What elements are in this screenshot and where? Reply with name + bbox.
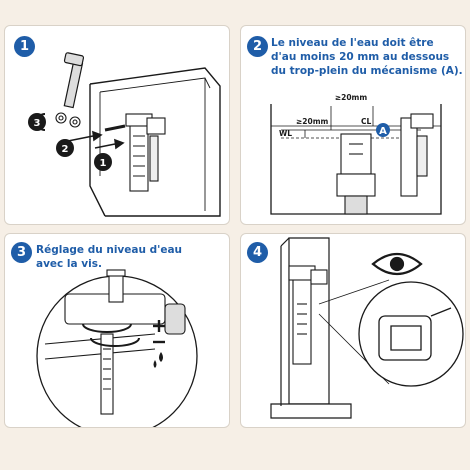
fill-valve (400, 113, 434, 197)
step-1-illustration: 3 2 1 (28, 52, 221, 217)
callout-3 (28, 113, 46, 131)
wl-label: WL (279, 129, 292, 138)
callout-2 (56, 139, 74, 157)
step-number-badge: 4 (247, 242, 268, 263)
callout-2-label: 2 (62, 144, 69, 155)
cl-label: CL (361, 117, 372, 126)
step-3-illustration (36, 269, 198, 427)
fill-valve-detail (44, 269, 186, 415)
step-1-panel: 1 (4, 25, 230, 225)
callout-1 (94, 153, 112, 171)
plus-minus-symbols (153, 320, 165, 344)
caption-line: Le niveau de l'eau doit être (271, 37, 434, 49)
overflow-marker-label: A (379, 126, 387, 137)
dimension-label: ≥20mm (296, 117, 329, 126)
callout-1-label: 1 (100, 158, 107, 169)
step-3-panel: 3 Réglage du niveau d'eau avec la vis. (4, 233, 230, 428)
seal-detail (378, 307, 452, 361)
step-4-illustration (270, 237, 464, 419)
step-3-caption: Réglage du niveau d'eau avec la vis. (36, 243, 182, 271)
eye-icon (371, 252, 423, 276)
step-4-panel: 4 (240, 233, 466, 428)
caption-line: Réglage du niveau d'eau (36, 244, 183, 256)
wrench-icon (63, 52, 85, 109)
step-number-badge: 2 (247, 36, 268, 57)
step-2-illustration: ≥20mm ≥20mm CL WL A (270, 93, 442, 215)
dimension-label: ≥20mm (335, 93, 368, 102)
overflow-marker (376, 123, 390, 137)
step-2-caption: Le niveau de l'eau doit être d'au moins … (271, 36, 463, 78)
fill-valve (125, 113, 166, 192)
fill-valve (288, 265, 328, 365)
caption-line: du trop-plein du mécanisme (A). (271, 65, 463, 77)
step-number-badge: 1 (14, 36, 35, 57)
flush-mechanism (336, 133, 376, 215)
caption-line: d'au moins 20 mm au dessous (271, 51, 450, 63)
caption-line: avec la vis. (36, 258, 102, 270)
rotate-arrows (82, 323, 140, 347)
zoom-connector (318, 279, 390, 305)
step-number-badge: 3 (11, 242, 32, 263)
step-2-panel: 2 Le niveau de l'eau doit être d'au moin… (240, 25, 466, 225)
zoom-circle (358, 281, 464, 387)
callout-3-label: 3 (34, 118, 41, 129)
water-drop-icon (153, 352, 163, 368)
